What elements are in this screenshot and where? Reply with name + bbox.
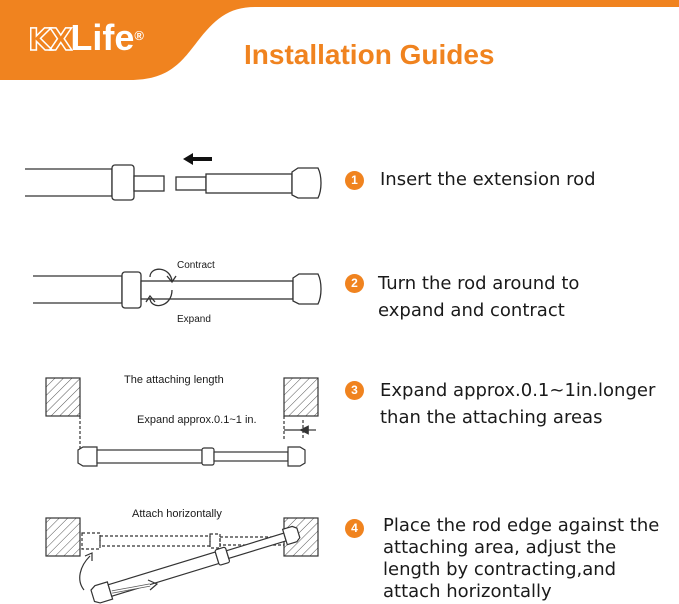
extension-rod-tip <box>175 176 207 191</box>
step-2-line-2: expand and contract <box>378 300 565 321</box>
page-title: Installation Guides <box>244 39 495 70</box>
tube-collar <box>111 164 135 201</box>
rod-collar <box>201 447 215 466</box>
registered-mark: ® <box>134 28 144 43</box>
left-wall <box>45 377 81 417</box>
logo-word: Life <box>70 17 135 58</box>
end-cap <box>291 167 322 199</box>
contract-label: Contract <box>177 260 215 271</box>
inner-tube-end <box>133 175 165 192</box>
expand-approx-label: Expand approx.0.1~1 in. <box>137 414 257 426</box>
step-2-badge: 2 <box>345 274 364 293</box>
diagram-4-attach-horizontally <box>45 517 319 604</box>
tube-collar <box>121 271 142 309</box>
extension-rod <box>140 280 294 300</box>
step-1-line-1: Insert the extension rod <box>380 169 596 190</box>
step-4-line-4: attach horizontally <box>383 581 552 602</box>
step-3-line-2: than the attaching areas <box>380 407 603 428</box>
step-2-text: Turn the rod around to expand and contra… <box>378 272 579 322</box>
attaching-length-label: The attaching length <box>124 374 224 386</box>
step-4-badge: 4 <box>345 519 364 538</box>
rod-right-cap <box>287 446 306 467</box>
insert-arrow-icon <box>183 153 212 165</box>
step-2-line-1: Turn the rod around to <box>378 273 580 294</box>
step-4-text: Place the rod edge against the attaching… <box>383 515 659 603</box>
rod-extension <box>213 451 289 462</box>
step-4-line-2: attaching area, adjust the <box>383 537 617 558</box>
left-wall <box>45 517 81 557</box>
brand-logo: KXLife® <box>27 16 144 63</box>
end-cap <box>292 273 322 305</box>
rod-left-cap <box>77 446 98 467</box>
logo-mark: KX <box>27 22 73 59</box>
main-tube <box>33 275 123 304</box>
main-tube <box>25 168 113 197</box>
brand-banner <box>0 0 679 80</box>
step-1-badge: 1 <box>345 171 364 190</box>
tilted-rod <box>90 525 301 604</box>
diagram-1-insert <box>25 153 322 201</box>
step-4-line-1: Place the rod edge against the <box>383 515 660 536</box>
extension-rod <box>205 173 293 194</box>
diagram-2-turn <box>33 268 322 309</box>
lift-arrow-icon <box>79 555 91 591</box>
contract-rotation-arrow-icon <box>149 268 173 282</box>
step-3-text: Expand approx.0.1~1in.longer than the at… <box>380 379 655 429</box>
step-3-line-1: Expand approx.0.1~1in.longer <box>380 380 656 401</box>
expand-rotation-arrow-icon <box>149 289 173 307</box>
right-wall <box>283 377 319 417</box>
expand-label: Expand <box>177 314 211 325</box>
step-1-text: Insert the extension rod <box>380 168 596 191</box>
attach-horizontally-label: Attach horizontally <box>132 508 222 520</box>
diagram-3-attaching-length <box>45 377 319 467</box>
step-4-line-3: length by contracting,and <box>383 559 617 580</box>
step-3-badge: 3 <box>345 381 364 400</box>
rod-main-tube <box>96 449 203 464</box>
